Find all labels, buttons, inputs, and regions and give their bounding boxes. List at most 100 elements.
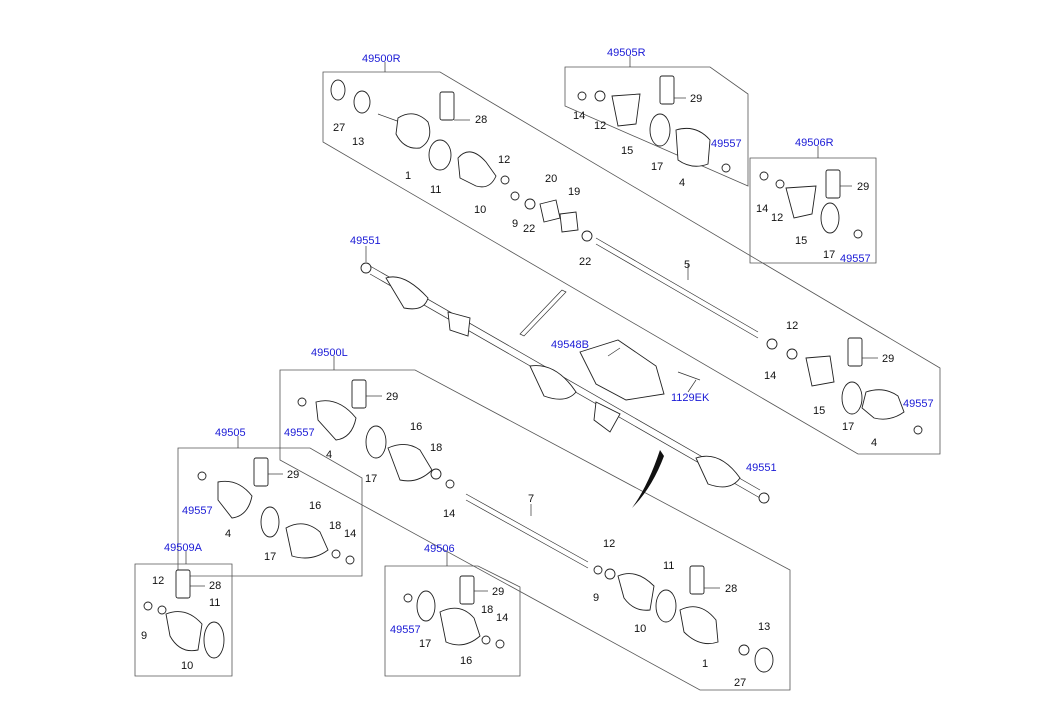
ref-49506R[interactable]: 49506R — [795, 137, 834, 149]
label-4-b: 4 — [871, 437, 877, 449]
clip-14-c — [766, 338, 778, 350]
label-15-a: 15 — [621, 145, 633, 157]
ref-49557-c[interactable]: 49557 — [840, 253, 871, 265]
label-9-c: 9 — [141, 630, 147, 642]
label-1-a: 1 — [405, 170, 411, 182]
label-29-b: 29 — [857, 181, 869, 193]
label-16-a: 16 — [410, 421, 422, 433]
label-12-a: 12 — [498, 154, 510, 166]
leader-lines — [185, 56, 878, 592]
label-28-a: 28 — [475, 114, 487, 126]
label-11-b: 11 — [663, 560, 674, 572]
grease-29-a — [659, 75, 675, 105]
ring-22-b — [581, 230, 593, 242]
band-17-c — [841, 381, 863, 415]
grease-29-e — [253, 457, 269, 487]
label-14-c: 14 — [764, 370, 776, 382]
label-15-c: 15 — [813, 405, 825, 417]
ref-49557-f[interactable]: 49557 — [390, 624, 421, 636]
label-17-b: 17 — [823, 249, 835, 261]
seal-49557-e — [197, 471, 207, 481]
band-17-b — [820, 202, 840, 234]
seal-49557-d — [297, 397, 307, 407]
group-box-49505R — [564, 66, 749, 187]
label-22-a: 22 — [523, 223, 535, 235]
clip-12-a — [500, 175, 510, 185]
clip-12-e — [604, 568, 616, 580]
ref-49505[interactable]: 49505 — [215, 427, 246, 439]
boot-15-a — [611, 93, 641, 127]
label-16-c: 16 — [460, 655, 472, 667]
label-11-a: 11 — [430, 184, 441, 196]
group-box-49509A — [134, 563, 233, 677]
clip-14-b — [759, 171, 769, 181]
label-12-e: 12 — [603, 538, 615, 550]
ring-22-a — [524, 198, 536, 210]
label-27-a: 27 — [333, 122, 345, 134]
ref-49500L[interactable]: 49500L — [311, 347, 348, 359]
clip-14-f — [495, 639, 505, 649]
label-17-f: 17 — [419, 638, 431, 650]
label-12-d: 12 — [786, 320, 798, 332]
group-box-49505 — [177, 447, 363, 577]
ref-49557-a[interactable]: 49557 — [903, 398, 934, 410]
label-9-a: 9 — [512, 218, 518, 230]
label-13-b: 13 — [758, 621, 770, 633]
label-18-c: 18 — [481, 604, 493, 616]
bolt-1129EK — [677, 371, 701, 381]
clip-9-b — [593, 565, 603, 575]
ref-49506[interactable]: 49506 — [424, 543, 455, 555]
label-11-c: 11 — [209, 597, 220, 609]
clip-18-b — [331, 549, 341, 559]
clip-9-a — [143, 601, 153, 611]
ref-49505R[interactable]: 49505R — [607, 47, 646, 59]
ref-49557-b[interactable]: 49557 — [711, 138, 742, 150]
label-14-e: 14 — [344, 528, 356, 540]
label-17-d: 17 — [365, 473, 377, 485]
label-28-c: 28 — [209, 580, 221, 592]
outer-joint-1-b — [679, 606, 719, 645]
ref-49557-d[interactable]: 49557 — [284, 427, 315, 439]
seal-49557-c — [853, 229, 863, 239]
nut-49551-b — [758, 492, 770, 504]
label-4-a: 4 — [679, 177, 685, 189]
ref-49551-bottom[interactable]: 49551 — [746, 462, 777, 474]
clip-14-e — [345, 555, 355, 565]
label-10-c: 10 — [181, 660, 193, 672]
ref-49548B[interactable]: 49548B — [551, 339, 589, 351]
label-29-a: 29 — [690, 93, 702, 105]
boot-10-b — [617, 573, 655, 611]
ref-49500R[interactable]: 49500R — [362, 53, 401, 65]
label-29-e: 29 — [287, 469, 299, 481]
grease-29-b — [825, 169, 841, 199]
clamp-13-b — [754, 647, 774, 673]
grease-28-a — [439, 91, 455, 121]
label-18-a: 18 — [430, 442, 442, 454]
label-29-c: 29 — [882, 353, 894, 365]
clip-18-c — [481, 635, 491, 645]
label-4-c: 4 — [326, 449, 332, 461]
boot-16-b — [285, 523, 329, 559]
ref-49551-top[interactable]: 49551 — [350, 235, 381, 247]
ref-49509A[interactable]: 49509A — [164, 542, 203, 554]
boot-15-c — [805, 355, 835, 387]
grease-28-c — [175, 569, 191, 599]
drive-shaft-7 — [465, 493, 589, 569]
ref-1129EK[interactable]: 1129EK — [671, 392, 710, 404]
label-18-b: 18 — [329, 520, 341, 532]
label-1-b: 1 — [702, 658, 708, 670]
label-12-c: 12 — [771, 212, 783, 224]
boot-10-c — [165, 611, 203, 652]
ref-49557-e[interactable]: 49557 — [182, 505, 213, 517]
clip-18-a — [430, 468, 442, 480]
inner-joint-4-c — [315, 400, 357, 441]
clip-12-d — [786, 348, 798, 360]
clip-12-b — [594, 90, 606, 102]
boot-15-b — [785, 185, 817, 219]
grease-28-b — [689, 565, 705, 595]
label-17-c: 17 — [842, 421, 854, 433]
label-13-a: 13 — [352, 136, 364, 148]
clip-14-d — [445, 479, 455, 489]
label-10-b: 10 — [634, 623, 646, 635]
label-12-b: 12 — [594, 120, 606, 132]
